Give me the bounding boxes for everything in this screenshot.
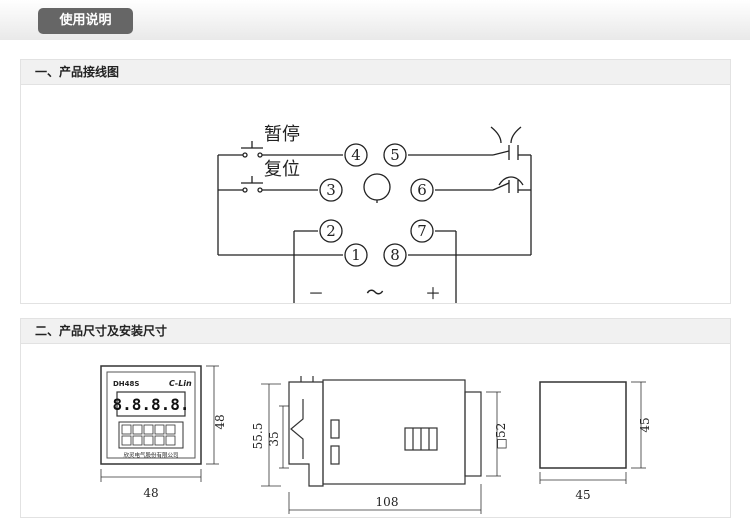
side-view: 55.5 35 108 □52 — [251, 376, 508, 514]
wiring-section-title: 一、产品接线图 — [21, 60, 730, 85]
plus-label: ＋ — [425, 284, 441, 303]
usage-instructions-tab[interactable]: 使用说明 — [38, 8, 133, 34]
front-width-dim: 48 — [143, 486, 158, 500]
dimensions-section: 二、产品尺寸及安装尺寸 DH48S C-Lin 8.8.8.8. 欣灵电气股份有… — [20, 318, 731, 518]
socket-view: 45 45 — [539, 381, 652, 502]
model-label: DH48S — [113, 380, 139, 388]
minus-label: － — [308, 284, 324, 303]
side-length-dim: 108 — [376, 495, 399, 509]
pause-label: 暂停 — [264, 124, 300, 145]
terminal-7: 7 — [417, 222, 427, 240]
front-view: DH48S C-Lin 8.8.8.8. 欣灵电气股份有限公司 48 — [100, 365, 227, 500]
dimensions-section-title: 二、产品尺寸及安装尺寸 — [21, 319, 730, 344]
terminal-2: 2 — [326, 222, 336, 240]
socket-width-dim: 45 — [575, 488, 590, 502]
front-height-dim: 48 — [213, 414, 227, 429]
terminal-4: 4 — [351, 146, 361, 164]
maker-label: 欣灵电气股份有限公司 — [123, 451, 178, 459]
terminal-1: 1 — [351, 246, 361, 264]
dimensions-diagram: DH48S C-Lin 8.8.8.8. 欣灵电气股份有限公司 48 — [100, 365, 652, 514]
reset-label: 复位 — [264, 159, 300, 180]
terminal-8: 8 — [390, 246, 400, 264]
socket-height-dim: 45 — [638, 417, 652, 432]
side-inner-dim: 35 — [267, 431, 281, 446]
wiring-diagram: 1 2 3 4 5 6 7 8 暂停 复位 － ～ ＋ — [217, 124, 532, 304]
ac-label: ～ — [366, 283, 384, 304]
side-height-dim: 55.5 — [251, 423, 265, 450]
side-square-dim: □52 — [494, 423, 508, 450]
wiring-section: 一、产品接线图 — [20, 59, 731, 304]
brand-logo: C-Lin — [169, 379, 192, 388]
display-readout: 8.8.8.8. — [112, 395, 189, 414]
terminal-5: 5 — [390, 146, 400, 164]
top-bar: 使用说明 — [0, 0, 750, 40]
terminal-3: 3 — [326, 181, 336, 199]
terminal-6: 6 — [417, 181, 427, 199]
